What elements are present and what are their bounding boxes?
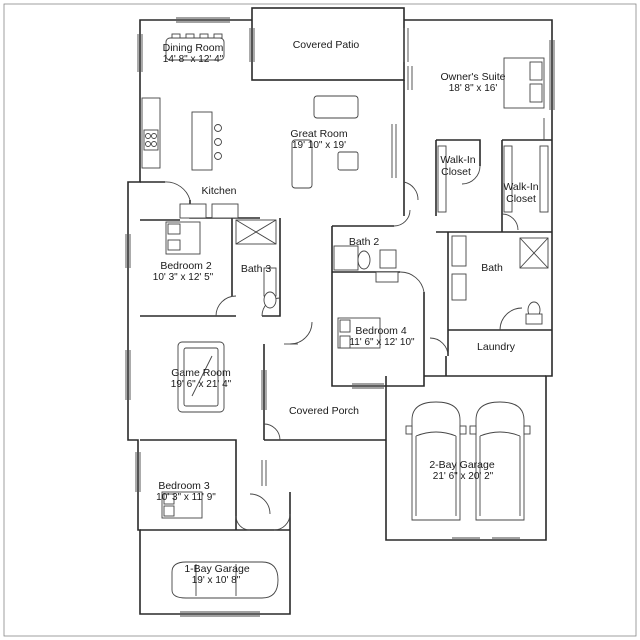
game-room-name: Game Room bbox=[171, 367, 231, 379]
interior-walls bbox=[140, 80, 552, 531]
bedroom4-dim: 11' 6" x 12' 10" bbox=[349, 337, 415, 348]
dining-table bbox=[165, 37, 225, 61]
covered-porch-name: Covered Porch bbox=[289, 405, 359, 417]
walkin-closet-right-line1: Walk-In bbox=[503, 181, 538, 193]
bedroom2-name: Bedroom 2 bbox=[160, 260, 212, 272]
bedroom3-name: Bedroom 3 bbox=[158, 480, 210, 492]
page-frame bbox=[3, 3, 637, 637]
kitchen-name: Kitchen bbox=[201, 185, 236, 197]
bath2-tub bbox=[333, 245, 359, 271]
bedroom2-dim: 10' 3" x 12' 5" bbox=[153, 272, 214, 283]
bedroom4-name: Bedroom 4 bbox=[355, 325, 407, 337]
dining-room-name: Dining Room bbox=[163, 42, 224, 54]
covered-patio-name: Covered Patio bbox=[293, 39, 360, 51]
garage1-name: 1-Bay Garage bbox=[184, 563, 250, 575]
garage2-dim: 21' 6" x 20' 2" bbox=[433, 471, 494, 482]
game-room-dim: 19' 6" x 21' 4" bbox=[171, 379, 232, 390]
bath-name: Bath bbox=[481, 262, 503, 274]
bath3-name: Bath 3 bbox=[241, 263, 272, 275]
garage1-car bbox=[171, 561, 279, 599]
garage-car-left bbox=[405, 401, 467, 521]
room-labels: Dining Room 14' 8" x 12' 4" Covered Pati… bbox=[153, 39, 539, 586]
great-room-sofa bbox=[313, 95, 359, 119]
dining-room-dim: 14' 8" x 12' 4" bbox=[163, 54, 224, 65]
great-room-dim: 19' 10" x 19' bbox=[292, 140, 346, 151]
walkin-closet-left-line1: Walk-In bbox=[440, 154, 475, 166]
great-room-name: Great Room bbox=[290, 128, 347, 140]
owners-suite-dim: 18' 8" x 16' bbox=[449, 83, 498, 94]
bedroom3-dim: 10' 3" x 11' 9" bbox=[156, 492, 216, 503]
garage-car-right bbox=[469, 401, 531, 521]
fixtures bbox=[141, 33, 549, 599]
walkin-closet-right-line2: Closet bbox=[506, 193, 536, 205]
windows bbox=[125, 17, 555, 617]
laundry-name: Laundry bbox=[477, 341, 516, 353]
garage2-name: 2-Bay Garage bbox=[429, 459, 495, 471]
walkin-closet-left-line2: Closet bbox=[441, 166, 471, 178]
bath2-name: Bath 2 bbox=[349, 236, 380, 248]
owners-suite-name: Owner's Suite bbox=[440, 71, 505, 83]
kitchen-island bbox=[191, 111, 213, 171]
garage1-dim: 19' x 10' 8" bbox=[192, 575, 241, 586]
